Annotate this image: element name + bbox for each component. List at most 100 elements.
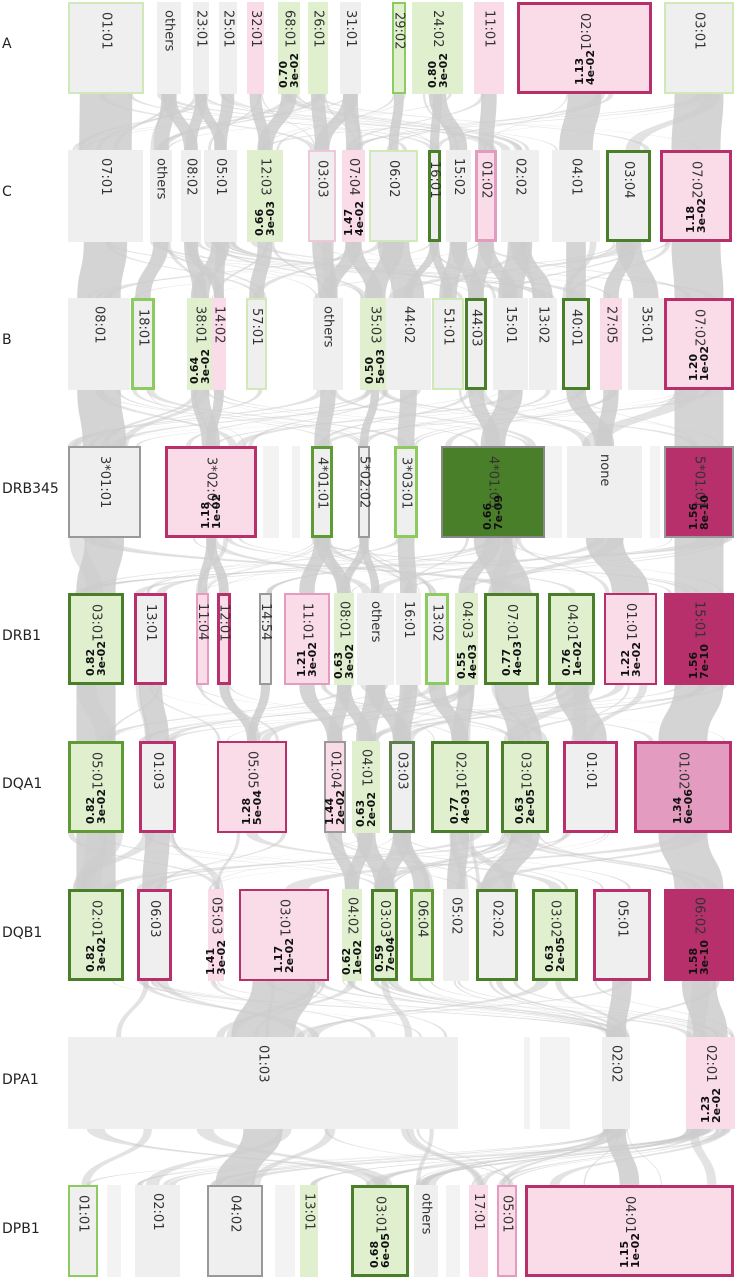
- allele-cell-b-15-01[interactable]: 15:01: [493, 298, 528, 390]
- allele-cell-a-26-01[interactable]: 26:01: [308, 2, 328, 94]
- allele-cell-c-02-02[interactable]: 02:02: [501, 150, 539, 242]
- allele-cell-dqb1-06-04[interactable]: 06:04: [410, 889, 434, 981]
- allele-cell-b-35-01[interactable]: 35:01: [628, 298, 664, 390]
- allele-cell-b-51-01[interactable]: 51:01: [432, 298, 464, 390]
- allele-cell-b-14-02[interactable]: 14:02: [212, 298, 227, 390]
- allele-cell-b-27-05[interactable]: 27:05: [600, 298, 622, 390]
- allele-cell-drb1-13-02[interactable]: 13:02: [425, 593, 449, 685]
- allele-cell-a-31-01[interactable]: 31:01: [340, 2, 361, 94]
- allele-cell-dpb1-05-01[interactable]: 05:01: [497, 1185, 517, 1277]
- allele-cell-b-44-03[interactable]: 44:03: [465, 298, 487, 390]
- allele-cell-b-others[interactable]: others: [313, 298, 343, 390]
- allele-cell-a-01-01[interactable]: 01:01: [68, 2, 144, 94]
- allele-cell-a-29-02[interactable]: 29:02: [392, 2, 407, 94]
- allele-cell-drb1-others[interactable]: others: [357, 593, 394, 685]
- allele-cell-c-04-01[interactable]: 04:01: [552, 150, 600, 242]
- allele-cell-dpb1-13-01[interactable]: 13:01: [300, 1185, 318, 1277]
- allele-cell-c-16-01[interactable]: 16:01: [427, 150, 442, 242]
- allele-cell-a-32-01[interactable]: 32:01: [247, 2, 264, 94]
- allele-cell-drb345-5-02-02[interactable]: 5*02:02: [357, 446, 372, 538]
- allele-cell-a-25-01[interactable]: 25:01: [219, 2, 237, 94]
- allele-cell-dqb1-02-02[interactable]: 02:02: [476, 889, 518, 981]
- allele-cell-drb1-14-54[interactable]: 14:54: [258, 593, 273, 685]
- allele-cell-b-18-01[interactable]: 18:01: [131, 298, 155, 390]
- allele-cell-a-03-01[interactable]: 03:01: [664, 2, 734, 94]
- allele-cell-drb345-4-01-01[interactable]: 4*01:01: [311, 446, 333, 538]
- allele-cell-c-others[interactable]: others: [150, 150, 172, 242]
- allele-cell-c-06-02[interactable]: 06:02: [369, 150, 418, 242]
- allele-cell-drb1-13-01[interactable]: 13:01: [134, 593, 167, 685]
- allele-cell-c-15-02[interactable]: 15:02: [446, 150, 471, 242]
- allele-cell-dqa1-01-03[interactable]: 01:03: [139, 741, 176, 833]
- allele-cell-b-08-01[interactable]: 08:01: [68, 298, 130, 390]
- allele-cell-dpa1-01-03[interactable]: 01:03: [68, 1037, 458, 1129]
- allele-cell-b-57-01[interactable]: 57:01: [246, 298, 267, 390]
- allele-cell-dqa1-01-01[interactable]: 01:01: [563, 741, 618, 833]
- allele-cell-dqb1-06-03[interactable]: 06:03: [137, 889, 172, 981]
- allele-cell-drb345-3-03-01[interactable]: 3*03:01: [394, 446, 418, 538]
- allele-cell-b-40-01[interactable]: 40:01: [562, 298, 590, 390]
- allele-cell-a-23-01[interactable]: 23:01: [193, 2, 209, 94]
- allele-cell-dpb1-17-01[interactable]: 17:01: [469, 1185, 488, 1277]
- allele-cell-dpb1-others[interactable]: others: [414, 1185, 438, 1277]
- allele-cell-dpa1-02-02[interactable]: 02:02: [602, 1037, 630, 1129]
- allele-cell-b-44-02[interactable]: 44:02: [386, 298, 431, 390]
- allele-cell-drb1-11-04[interactable]: 11:04: [195, 593, 210, 685]
- allele-cell-b-13-02[interactable]: 13:02: [529, 298, 557, 390]
- allele-cell-dpb1-01-01[interactable]: 01:01: [68, 1185, 98, 1277]
- allele-cell-drb1-16-01[interactable]: 16:01: [396, 593, 421, 685]
- allele-cell-c-07-01[interactable]: 07:01: [68, 150, 143, 242]
- allele-cell-a-others[interactable]: others: [157, 2, 181, 94]
- allele-cell-drb345-3-01-01[interactable]: 3*01:01: [68, 446, 141, 538]
- allele-cell-a-11-01[interactable]: 11:01: [474, 2, 504, 94]
- allele-cell-c-01-02[interactable]: 01:02: [475, 150, 497, 242]
- allele-cell-c-03-03[interactable]: 03:03: [308, 150, 336, 242]
- allele-cell-drb1-12-01[interactable]: 12:01: [217, 593, 232, 685]
- allele-cell-c-08-02[interactable]: 08:02: [181, 150, 201, 242]
- allele-cell-dpb1-02-01[interactable]: 02:01: [135, 1185, 180, 1277]
- allele-cell-dqb1-05-02[interactable]: 05:02: [443, 889, 469, 981]
- allele-cell-dpb1-04-02[interactable]: 04:02: [207, 1185, 263, 1277]
- allele-cell-drb345-none[interactable]: none: [567, 446, 642, 538]
- allele-cell-dqa1-03-03[interactable]: 03:03: [389, 741, 415, 833]
- allele-cell-dqb1-05-01[interactable]: 05:01: [593, 889, 651, 981]
- allele-cell-c-05-01[interactable]: 05:01: [204, 150, 237, 242]
